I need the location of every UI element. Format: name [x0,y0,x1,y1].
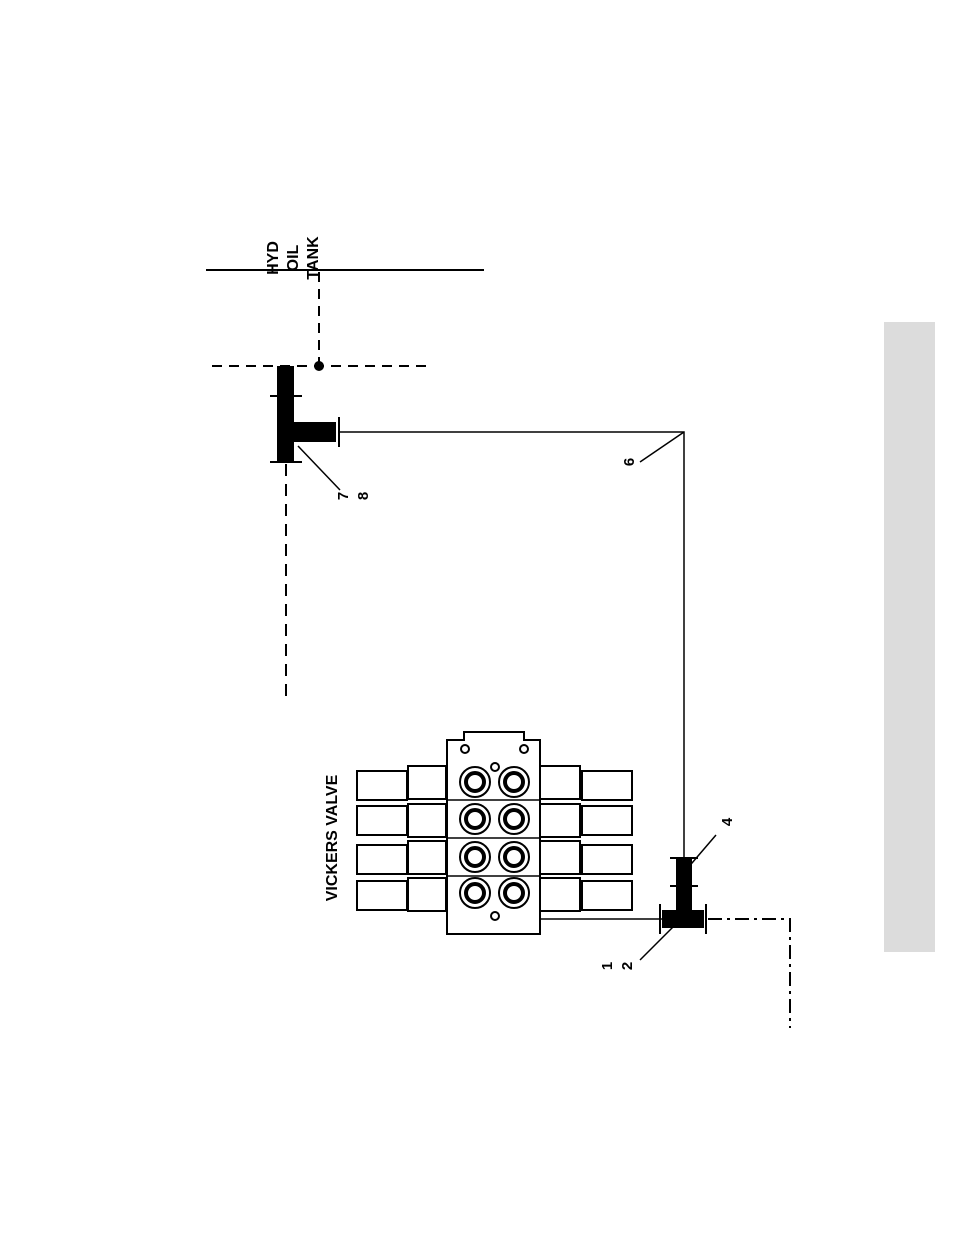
callout-6-leader [640,432,684,462]
valve-spool-end-right [582,771,632,800]
valve-spool-end-left [357,771,407,800]
lower-tee-fitting [660,858,706,934]
valve-label: VICKERS VALVE [324,774,341,901]
callout-8: 8 [355,492,372,500]
vickers-valve [357,732,632,934]
callout-7: 7 [335,492,352,500]
upper-tee-fitting [270,366,339,462]
callout-1: 1 [599,962,616,970]
tank-label: HYD OIL TANK [265,236,322,280]
callout-7-leader [298,446,340,490]
callout-4-leader [686,835,716,870]
callout-2: 2 [619,962,636,970]
callout-6: 6 [621,458,638,466]
pressure-line-dashed [708,919,790,1028]
callout-1-leader [640,924,676,960]
callout-4: 4 [719,817,736,826]
tank-label-line2: OIL [285,244,302,271]
